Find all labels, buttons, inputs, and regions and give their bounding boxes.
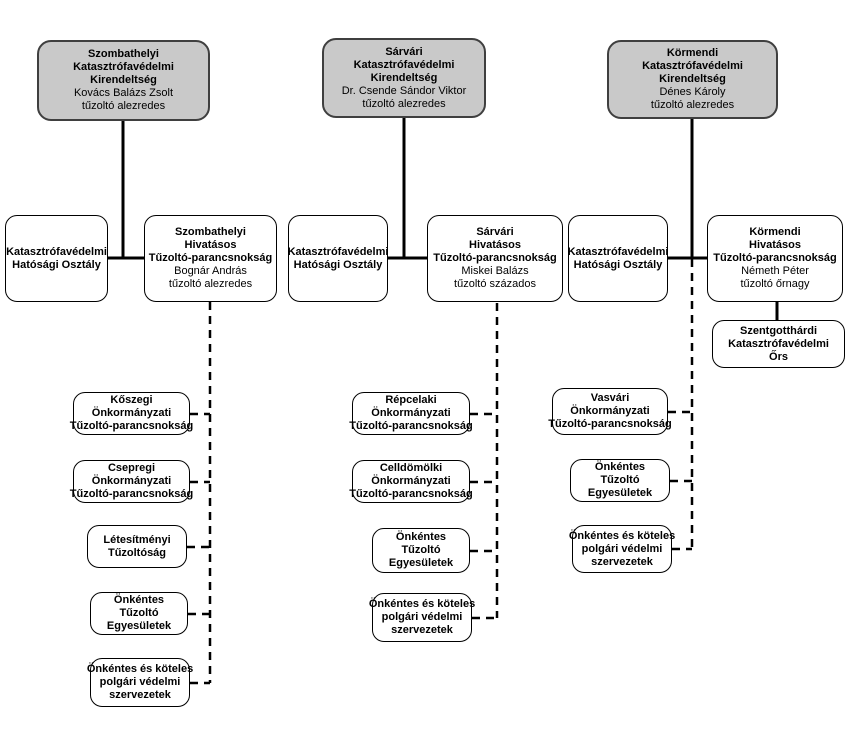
node-kormendi-kirendeltseg: Körmendi Katasztrófavédelmi Kirendeltség… xyxy=(607,40,778,119)
node-szombathelyi-tuzolto-parancsnoksag: Szombathelyi Hivatásos Tűzoltó-parancsno… xyxy=(144,215,277,302)
node-title-line: Sárvári xyxy=(476,226,514,238)
node-title-line: Hivatásos xyxy=(184,239,237,251)
node-hatosagi-osztaly-sarvar: Katasztrófavédelmi Hatósági Osztály xyxy=(288,215,388,302)
node-title-line: Vasvári xyxy=(590,392,630,404)
node-title-line: Répcelaki xyxy=(385,394,437,406)
node-title-line: Katasztrófavédelmi xyxy=(287,245,389,258)
node-title-line: Hatósági Osztály xyxy=(293,258,383,271)
node-title-line: Hivatásos xyxy=(749,239,801,251)
node-title-line: szervezetek xyxy=(391,624,453,636)
node-title-line: Őrs xyxy=(769,350,788,363)
node-title-line: polgári védelmi xyxy=(581,542,663,555)
node-person-rank: tűzoltó alezredes xyxy=(650,99,735,111)
node-title-line: Katasztrófavédelmi xyxy=(353,58,455,71)
node-csepregi-onkormanyzati: Csepregi Önkormányzati Tűzoltó-parancsno… xyxy=(69,460,194,503)
node-title-line: Katasztrófavédelmi xyxy=(73,61,174,73)
node-title-line: Katasztrófavédelmi xyxy=(567,245,669,258)
node-letesitmenyi-tuzoltosag: Létesítményi Tűzoltóság xyxy=(87,525,187,568)
node-polgari-vedelmi-kormend: Önkéntes és köteles polgári védelmi szer… xyxy=(568,525,676,573)
node-title-line: Tűzoltó-parancsnokság xyxy=(349,420,473,432)
node-title-line: Kirendeltség xyxy=(370,71,438,84)
node-title-line: Tűzoltó-parancsnokság xyxy=(713,252,837,264)
node-szombathelyi-kirendeltseg: Szombathelyi Katasztrófavédelmi Kirendel… xyxy=(37,40,210,121)
node-szentgotthardi-ors: Szentgotthárdi Katasztrófavédelmi Őrs xyxy=(712,320,845,368)
node-title-line: Tűzoltó xyxy=(600,474,640,486)
node-hatosagi-osztaly-kormend: Katasztrófavédelmi Hatósági Osztály xyxy=(568,215,668,302)
node-title-line: Szombathelyi xyxy=(175,226,246,238)
node-title-line: szervezetek xyxy=(109,689,171,701)
node-title-line: Körmendi xyxy=(666,47,719,59)
node-title-line: Tűzoltó-parancsnokság xyxy=(69,488,194,500)
node-title-line: Szombathelyi xyxy=(88,48,159,60)
node-hatosagi-osztaly-szombathely: Katasztrófavédelmi Hatósági Osztály xyxy=(5,215,108,302)
node-kormendi-tuzolto-parancsnoksag: Körmendi Hivatásos Tűzoltó-parancsnokság… xyxy=(707,215,843,302)
node-title-line: Tűzoltó-parancsnokság xyxy=(69,420,194,432)
node-polgari-vedelmi-szombathely: Önkéntes és köteles polgári védelmi szer… xyxy=(86,658,194,707)
node-title-line: Tűzoltó-parancsnokság xyxy=(148,252,273,264)
node-person-rank: tűzoltó őrnagy xyxy=(740,278,810,290)
node-title-line: Hatósági Osztály xyxy=(12,258,101,271)
node-title-line: Tűzoltó-parancsnokság xyxy=(548,418,672,430)
node-title-line: Körmendi xyxy=(749,226,801,238)
node-person-name: Kovács Balázs Zsolt xyxy=(73,87,174,99)
node-title-line: Tűzoltó xyxy=(401,544,441,556)
node-onkentes-egyesuletek-kormend: Önkéntes Tűzoltó Egyesületek xyxy=(570,459,670,502)
node-title-line: Tűzoltó-parancsnokság xyxy=(433,252,557,264)
node-title-line: Önkéntes és köteles xyxy=(86,663,194,675)
node-title-line: Önkormányzati xyxy=(91,407,172,419)
node-celldomolki-onkormanyzati: Celldömölki Önkormányzati Tűzoltó-paranc… xyxy=(349,460,473,503)
node-title-line: Hivatásos xyxy=(469,239,521,251)
node-title-line: Kőszegi xyxy=(110,394,153,406)
node-title-line: Tűzoltó-parancsnokság xyxy=(349,488,473,500)
node-title-line: Sárvári xyxy=(385,45,423,58)
node-title-line: Tűzoltó xyxy=(119,607,159,619)
node-title-line: Egyesületek xyxy=(388,557,454,569)
node-title-line: Celldömölki xyxy=(379,462,443,474)
node-title-line: Szentgotthárdi xyxy=(740,324,817,337)
node-title-line: Önkormányzati xyxy=(371,407,451,419)
node-title-line: Önkormányzati xyxy=(570,405,650,417)
node-vasvari-onkormanyzati: Vasvári Önkormányzati Tűzoltó-parancsnok… xyxy=(548,388,672,435)
node-title-line: Katasztrófavédelmi xyxy=(6,245,107,258)
node-person-name: Miskei Balázs xyxy=(461,265,529,277)
node-title-line: szervezetek xyxy=(591,555,653,568)
node-title-line: Kirendeltség xyxy=(90,74,157,86)
node-title-line: polgári védelmi xyxy=(381,611,463,623)
node-title-line: Katasztrófavédelmi xyxy=(642,60,743,72)
node-title-line: Önkéntes xyxy=(113,594,165,606)
node-koszegi-onkormanyzati: Kőszegi Önkormányzati Tűzoltó-parancsnok… xyxy=(69,392,194,435)
node-repcelaki-onkormanyzati: Répcelaki Önkormányzati Tűzoltó-parancsn… xyxy=(349,392,473,435)
node-onkentes-egyesuletek-szombathely: Önkéntes Tűzoltó Egyesületek xyxy=(90,592,188,635)
node-title-line: Tűzoltóság xyxy=(107,546,167,559)
node-title-line: Kirendeltség xyxy=(659,73,726,85)
node-title-line: Hatósági Osztály xyxy=(573,258,663,271)
node-person-rank: tűzoltó alezredes xyxy=(81,100,166,112)
node-title-line: Katasztrófavédelmi xyxy=(728,337,829,350)
node-title-line: Önkormányzati xyxy=(371,475,451,487)
node-person-name: Németh Péter xyxy=(741,265,809,277)
node-person-name: Dr. Csende Sándor Viktor xyxy=(341,84,467,97)
node-title-line: Önkéntes és köteles xyxy=(568,529,676,542)
node-title-line: Önkormányzati xyxy=(91,475,172,487)
node-onkentes-egyesuletek-sarvar: Önkéntes Tűzoltó Egyesületek xyxy=(372,528,470,573)
node-title-line: Önkéntes xyxy=(594,461,646,473)
node-title-line: Önkéntes xyxy=(395,531,447,543)
node-sarvari-kirendeltseg: Sárvári Katasztrófavédelmi Kirendeltség … xyxy=(322,38,486,118)
node-title-line: Önkéntes és köteles xyxy=(368,598,476,610)
node-sarvari-tuzolto-parancsnoksag: Sárvári Hivatásos Tűzoltó-parancsnokság … xyxy=(427,215,563,302)
node-person-rank: tűzoltó százados xyxy=(454,278,536,290)
node-person-rank: tűzoltó alezredes xyxy=(362,97,446,110)
node-person-name: Dénes Károly xyxy=(659,86,726,98)
node-title-line: Létesítményi xyxy=(103,533,171,546)
node-person-name: Bognár András xyxy=(174,265,247,277)
node-title-line: polgári védelmi xyxy=(99,676,181,688)
node-title-line: Csepregi xyxy=(107,462,156,474)
node-polgari-vedelmi-sarvar: Önkéntes és köteles polgári védelmi szer… xyxy=(368,593,476,642)
node-person-rank: tűzoltó alezredes xyxy=(168,278,253,290)
node-title-line: Egyesületek xyxy=(106,620,172,632)
node-title-line: Egyesületek xyxy=(587,487,653,499)
